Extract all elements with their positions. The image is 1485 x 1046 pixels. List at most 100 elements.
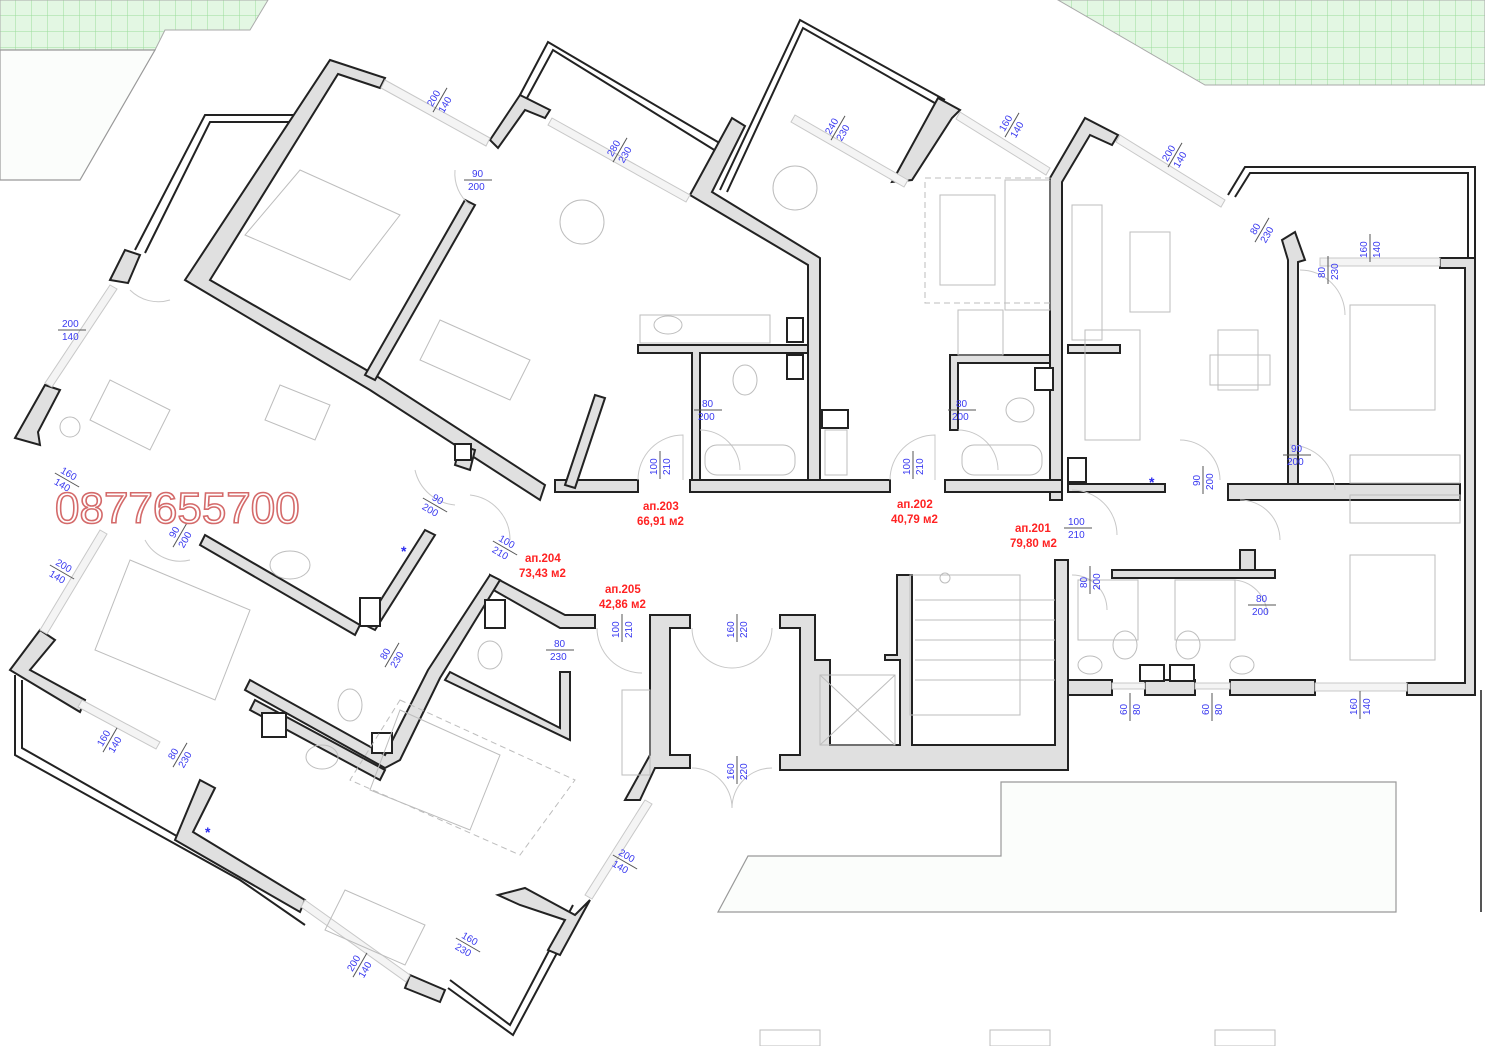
wall-apt205-east	[495, 886, 591, 957]
wall-apt204-west	[13, 383, 62, 447]
apartment-label-201: ап.201 79,80 м2	[1010, 523, 1057, 550]
svg-text:66,91 м2: 66,91 м2	[637, 516, 684, 528]
paved-area-bottom	[716, 781, 1397, 913]
phone-watermark: 0877655700	[55, 484, 300, 533]
svg-text:ап.205: ап.205	[605, 584, 641, 596]
wall-apt204-kitchen	[363, 528, 437, 632]
svg-text:210: 210	[915, 458, 926, 475]
svg-text:210: 210	[662, 458, 673, 475]
wall-apt201-west	[1049, 116, 1120, 501]
svg-text:200: 200	[62, 319, 79, 330]
apartment-label-204: ап.204 73,43 м2	[519, 553, 566, 580]
svg-text:90: 90	[472, 169, 484, 180]
svg-text:200: 200	[1287, 457, 1304, 468]
svg-text:80: 80	[956, 399, 968, 410]
wall-apt202-north	[890, 96, 962, 184]
wall-apt205-west	[243, 573, 502, 770]
apartment-label-202: ап.202 40,79 м2	[891, 499, 938, 526]
svg-text:140: 140	[1362, 698, 1373, 715]
svg-text:200: 200	[1205, 473, 1216, 490]
svg-text:80: 80	[702, 399, 714, 410]
wall-apt204-bed	[363, 198, 477, 382]
ventilation-markers: * * *	[205, 474, 1155, 840]
svg-text:42,86 м2: 42,86 м2	[599, 599, 646, 611]
svg-text:200: 200	[1252, 607, 1269, 618]
walls	[8, 18, 1476, 1037]
svg-text:220: 220	[739, 763, 750, 780]
svg-text:230: 230	[1330, 263, 1341, 280]
svg-text:200: 200	[468, 182, 485, 193]
wall-apt204-interior	[198, 533, 362, 637]
svg-text:160: 160	[1359, 241, 1370, 258]
svg-text:80: 80	[1214, 703, 1225, 715]
svg-text:140: 140	[1372, 241, 1383, 258]
wall-apt204-west-2	[108, 248, 142, 285]
svg-text:140: 140	[62, 332, 79, 343]
wall-bath-201-vert	[1239, 549, 1256, 571]
landscape	[0, 0, 1485, 913]
wall-apt203-interior	[563, 393, 607, 490]
vent-marker: *	[205, 824, 211, 840]
wall-corridor-north-2	[689, 479, 891, 493]
wall-corridor-north-5	[1227, 483, 1461, 501]
wall-apt201-east	[1280, 230, 1307, 486]
svg-text:90: 90	[1192, 474, 1203, 486]
svg-text:200: 200	[698, 412, 715, 423]
svg-text:79,80 м2: 79,80 м2	[1010, 538, 1057, 550]
wall-bath-201-split	[1111, 569, 1276, 579]
wall-apt201-south	[1067, 679, 1113, 696]
svg-text:230: 230	[550, 652, 567, 663]
svg-text:60: 60	[1119, 703, 1130, 715]
wall-corridor-north-3	[944, 479, 1063, 493]
door-swings	[129, 169, 1346, 809]
svg-text:160: 160	[726, 763, 737, 780]
svg-text:210: 210	[624, 621, 635, 638]
svg-text:80: 80	[1256, 594, 1268, 605]
vent-marker: *	[401, 543, 407, 559]
wall-stairs	[779, 559, 1069, 771]
svg-text:ап.203: ап.203	[643, 501, 679, 513]
wall-bath-201	[1067, 344, 1121, 354]
wall-apt201-south-2	[1144, 679, 1196, 696]
wall-corridor-north-4	[1067, 483, 1166, 493]
svg-text:73,43 м2: 73,43 м2	[519, 568, 566, 580]
apartment-label-205: ап.205 42,86 м2	[599, 584, 646, 611]
svg-text:90: 90	[1291, 444, 1303, 455]
wall-apt205-southeast	[403, 973, 447, 1004]
apartment-labels: ап.201 79,80 м2 ап.202 40,79 м2 ап.203 6…	[519, 499, 1057, 611]
svg-text:80: 80	[1317, 266, 1328, 278]
grass-area-top-left	[0, 0, 269, 51]
grass-area-top-right	[1057, 0, 1485, 86]
wall-bath-202	[949, 354, 1051, 431]
svg-text:80: 80	[1132, 703, 1143, 715]
svg-text:40,79 м2: 40,79 м2	[891, 514, 938, 526]
furniture	[59, 165, 1461, 1046]
wall-apt201-south-3	[1229, 679, 1316, 696]
wall-apt205-south	[173, 778, 307, 914]
svg-text:200: 200	[952, 412, 969, 423]
svg-text:100: 100	[1068, 517, 1085, 528]
vent-marker: *	[1149, 474, 1155, 490]
svg-text:80: 80	[1079, 576, 1090, 588]
svg-text:210: 210	[1068, 530, 1085, 541]
svg-text:60: 60	[1201, 703, 1212, 715]
svg-text:100: 100	[611, 621, 622, 638]
wall-right-exterior	[1406, 257, 1476, 696]
wall-apt203-east	[688, 116, 821, 486]
svg-text:ап.204: ап.204	[525, 553, 561, 565]
svg-text:ап.202: ап.202	[897, 499, 933, 511]
svg-text:ап.201: ап.201	[1015, 523, 1051, 535]
svg-text:100: 100	[649, 458, 660, 475]
wall-apt205-bath	[443, 670, 571, 742]
svg-text:200: 200	[1092, 573, 1103, 590]
svg-text:100: 100	[902, 458, 913, 475]
svg-text:160: 160	[726, 621, 737, 638]
svg-text:80: 80	[554, 639, 566, 650]
apartment-label-203: ап.203 66,91 м2	[637, 501, 684, 528]
ventilation-shafts	[261, 317, 1195, 754]
wall-apt203-north	[488, 93, 552, 150]
wall-apt204-north	[183, 58, 547, 502]
svg-text:160: 160	[1349, 698, 1360, 715]
